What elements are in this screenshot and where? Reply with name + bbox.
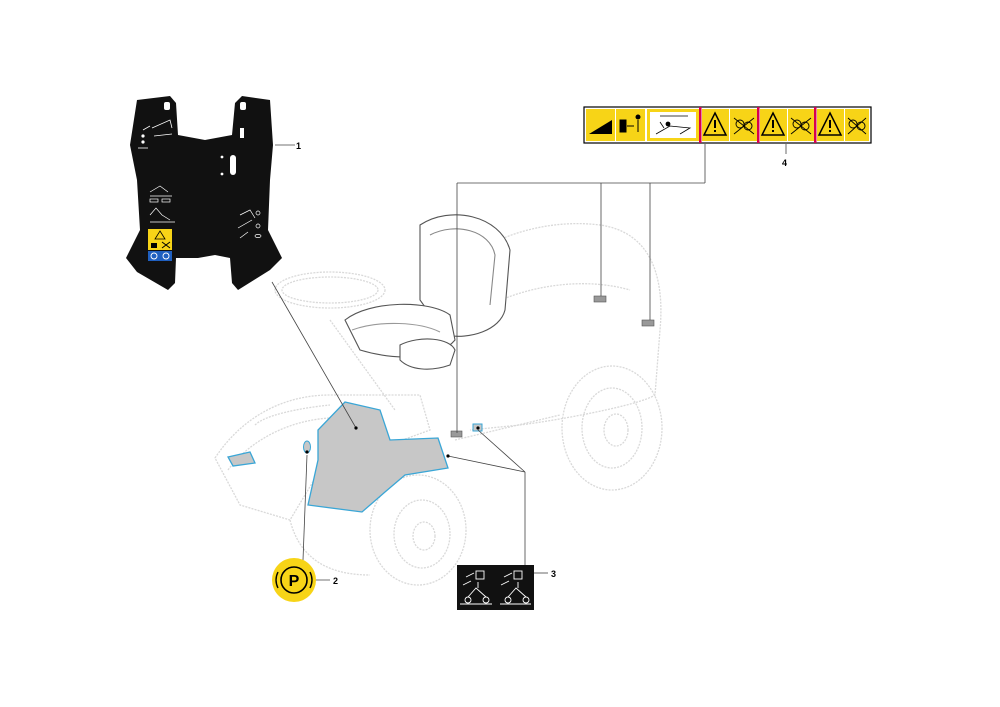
callout-1: 1 (296, 141, 301, 151)
mat-ear-protection-icon (150, 252, 158, 260)
speed-control-icon (237, 209, 262, 239)
decal-location-4c (641, 319, 655, 327)
mat-manual-book-icon (151, 243, 157, 248)
parking-brake-right-arc (309, 571, 313, 589)
warning-dot-2 (772, 130, 774, 132)
warning-strip-decal (583, 106, 872, 144)
strip-red-bar-2 (757, 107, 760, 143)
thrown-objects-icon-1 (733, 117, 755, 135)
mat-hole-2 (220, 172, 224, 176)
decal-location-4b (593, 295, 607, 303)
callout-3: 3 (551, 569, 556, 579)
pedal-icon (149, 207, 175, 223)
mat-info-sign-2 (160, 251, 172, 261)
parking-symbol: P (289, 573, 300, 590)
mat-eye-protection-icon (162, 252, 170, 260)
floor-mat-area-main (307, 401, 449, 513)
slope-warning-icon (589, 120, 612, 134)
strip-red-bar-1 (699, 107, 702, 143)
mat-info-sign-1 (148, 251, 160, 261)
seat (344, 214, 511, 370)
parking-brake-icon (280, 566, 308, 594)
mat-slot-1 (164, 102, 170, 110)
mower-reverse-icon (460, 570, 492, 605)
mower-operation-decal (457, 565, 534, 610)
strip-red-bar-3 (814, 107, 817, 143)
mat-warning-sign (148, 229, 172, 240)
warning-mark-1 (714, 120, 716, 128)
mat-warning-triangle-icon (154, 230, 166, 240)
thrown-objects-icon-3 (847, 117, 867, 135)
mat-hole-1 (220, 155, 224, 159)
warning-dot-3 (829, 130, 831, 132)
warning-triangle-icon-2 (760, 111, 786, 136)
callout-2: 2 (333, 576, 338, 586)
parking-brake-decal: P (272, 558, 316, 602)
mat-cross-icon (161, 241, 171, 249)
mower-forward-icon (500, 570, 531, 605)
callout-4: 4 (782, 158, 787, 168)
floor-mat-area (227, 451, 256, 467)
mat-slot-3 (240, 128, 244, 138)
decal-location-4a (450, 430, 463, 438)
warning-mark-3 (829, 120, 831, 128)
mat-slot-center (230, 155, 236, 175)
leader-dots (305, 426, 480, 458)
cutting-height-icon (149, 185, 172, 203)
lift-lever-icon (138, 119, 173, 149)
warning-dot-1 (714, 130, 716, 132)
keep-distance-icon (619, 114, 641, 133)
warning-triangle-icon-1 (702, 111, 728, 136)
warning-triangle-icon-3 (817, 111, 843, 136)
blade-hazard-icon (655, 115, 692, 135)
leader-lines (271, 144, 787, 581)
floor-mat-decal (126, 96, 282, 290)
parking-brake-left-arc (275, 571, 279, 589)
warning-mark-2 (772, 120, 774, 128)
mat-slot-2 (240, 102, 246, 110)
thrown-objects-icon-2 (790, 117, 812, 135)
